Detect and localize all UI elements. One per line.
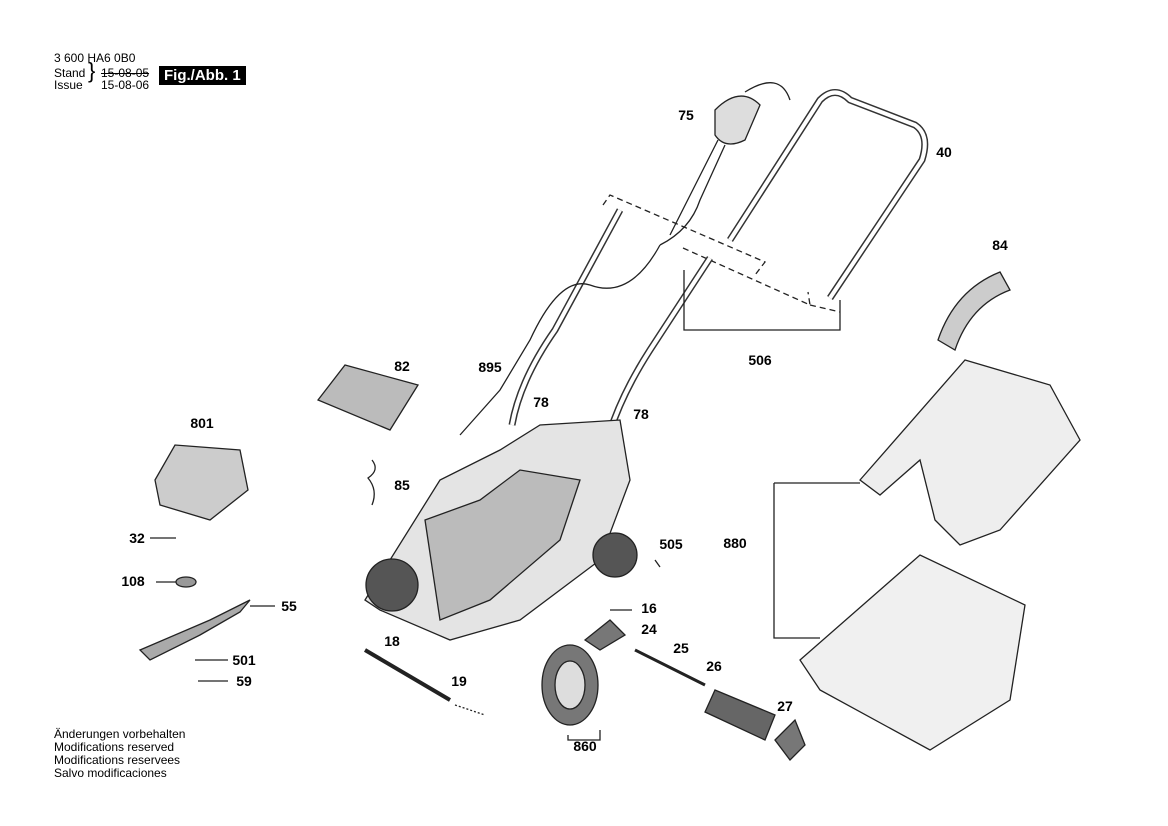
callout-55: 55 [281,598,297,614]
motor [154,444,249,521]
callout-27: 27 [777,698,793,714]
callout-85: 85 [394,477,410,493]
footer-note: Modifications reserved [54,740,175,754]
callout-860: 860 [573,738,597,754]
callout-78: 78 [633,406,649,422]
figure-label: Fig./Abb. 1 [159,66,246,85]
callout-505: 505 [659,536,683,552]
callout-32: 32 [129,530,145,546]
cover-84 [937,271,1011,351]
footer-notes: Änderungen vorbehalten Modifications res… [54,728,185,780]
stand-label: Stand [54,66,86,80]
roller [704,689,776,741]
issue-label: Issue [54,78,83,92]
switch-box [714,95,761,145]
part-number: 3 600 HA6 0B0 [54,51,136,65]
callout-82: 82 [394,358,410,374]
footer-note: Modifications reservees [54,753,181,767]
callout-26: 26 [706,658,722,674]
callout-19: 19 [451,673,467,689]
callout-108: 108 [121,573,145,589]
callout-895: 895 [478,359,502,375]
callout-25: 25 [673,640,689,656]
blade [138,599,251,661]
callout-16: 16 [641,600,657,616]
stand-date: 15-08-05 [101,66,150,80]
motor-cover [316,364,420,431]
callout-24: 24 [641,621,657,637]
callout-59: 59 [236,673,252,689]
callout-501: 501 [232,652,256,668]
brace: } [88,58,96,83]
callout-506: 506 [748,352,772,368]
callout-78: 78 [533,394,549,410]
callout-880: 880 [723,535,747,551]
callout-18: 18 [384,633,400,649]
footer-note: Änderungen vorbehalten [54,727,186,741]
callout-40: 40 [936,144,952,160]
catcher-lid [859,359,1081,546]
callout-75: 75 [678,107,694,123]
callout-84: 84 [992,237,1008,253]
catcher-tray [799,554,1026,751]
issue-date: 15-08-06 [101,78,150,92]
callout-801: 801 [190,415,214,431]
footer-note: Salvo modificaciones [54,766,167,780]
